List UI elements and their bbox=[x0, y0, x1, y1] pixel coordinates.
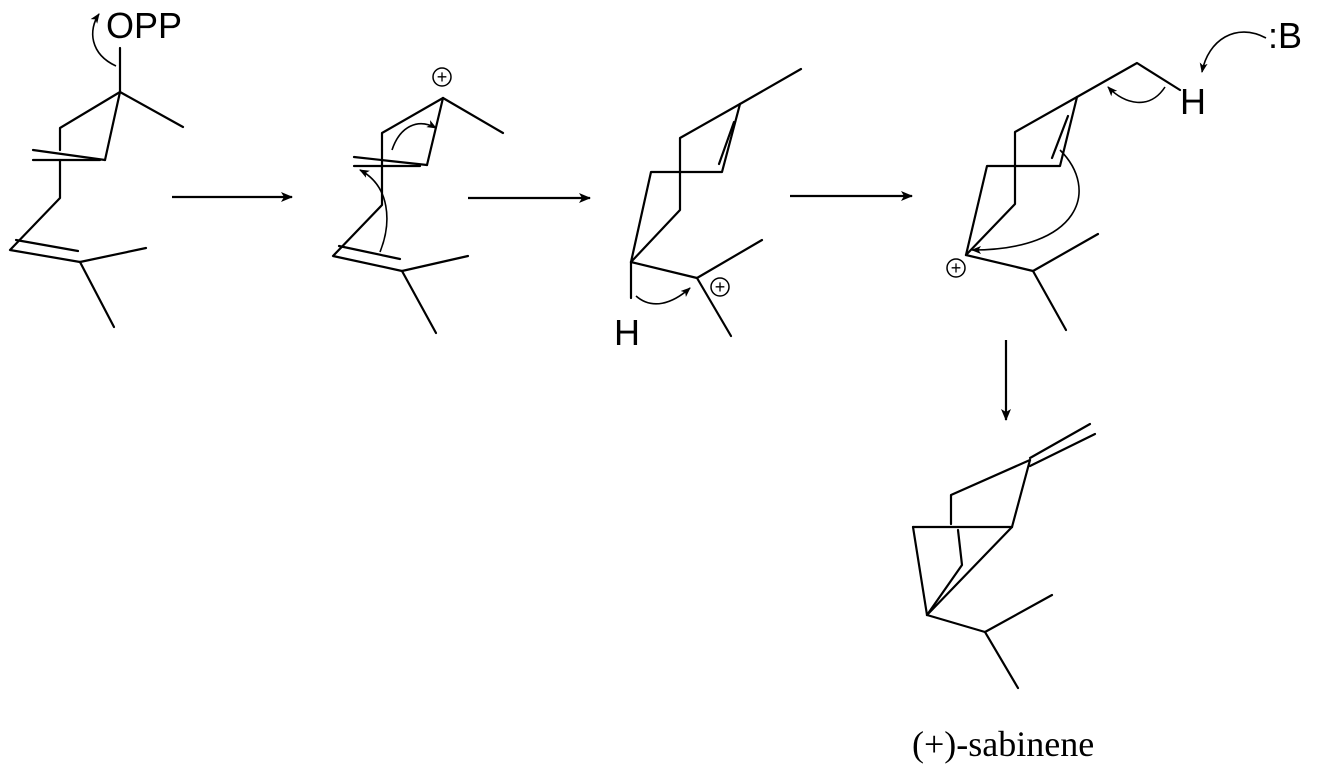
svg-text:+: + bbox=[437, 67, 448, 87]
base-label: :B bbox=[1268, 15, 1302, 56]
molecule-1-linalyl-diphosphate: OPP bbox=[8, 5, 185, 329]
curly-arrow-base-attack bbox=[1199, 31, 1267, 73]
svg-text:+: + bbox=[951, 258, 962, 278]
molecule-2-allylic-cation: + bbox=[331, 67, 505, 335]
positive-charge: + bbox=[710, 277, 730, 297]
molecule-5-sabinene: (+)-sabinene bbox=[911, 422, 1097, 764]
opp-label: OPP bbox=[106, 5, 182, 46]
hydrogen-label-2: H bbox=[1180, 81, 1206, 122]
curly-arrow-cyclization bbox=[359, 169, 388, 253]
hydrogen-label-1: H bbox=[614, 312, 640, 353]
molecule-4-terpinenyl-cation: H :B + bbox=[946, 15, 1302, 332]
curly-arrow-leaving-group bbox=[90, 13, 117, 67]
positive-charge: + bbox=[946, 258, 966, 278]
curly-arrow-ring-closure bbox=[971, 149, 1080, 254]
positive-charge: + bbox=[432, 67, 452, 87]
curly-arrow-hydride-shift bbox=[635, 287, 691, 305]
molecule-3-terpinyl-cation: H + bbox=[614, 67, 803, 353]
product-name: (+)-sabinene bbox=[912, 724, 1094, 764]
curly-arrow-allyl-shift bbox=[391, 120, 437, 151]
curly-arrow-ch-bond bbox=[1107, 86, 1166, 104]
svg-text:+: + bbox=[715, 277, 726, 297]
